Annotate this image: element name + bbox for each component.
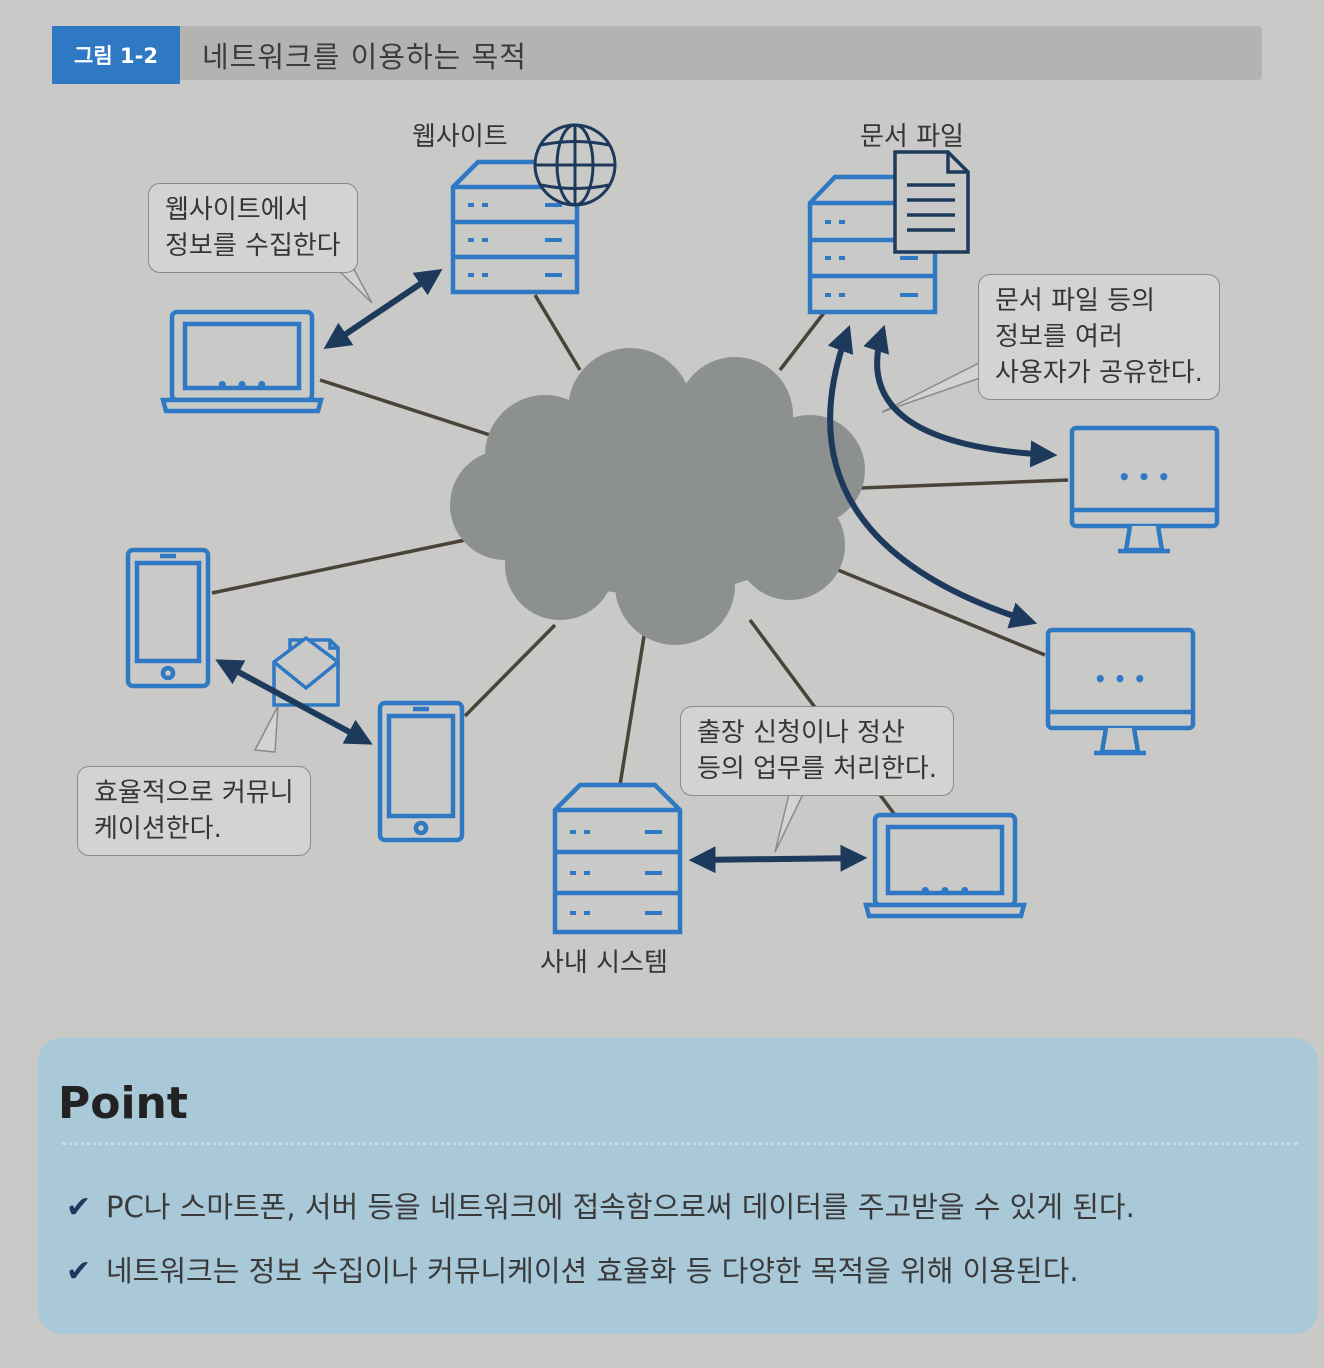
label-internal-system: 사내 시스템 (540, 948, 668, 978)
network-cloud (450, 348, 865, 645)
checkmark-icon: ✔ (66, 1190, 92, 1225)
monitor-dots-top: • • • (1118, 465, 1170, 489)
callout-communication-line-1: 효율적으로 커뮤니 (94, 778, 294, 808)
callout-business-line-1: 출장 신청이나 정산 (697, 718, 905, 748)
callout-business: 출장 신청이나 정산 등의 업무를 처리한다. (680, 706, 955, 796)
callout-communication: 효율적으로 커뮤니 케이션한다. (77, 766, 311, 856)
point-divider (62, 1142, 1298, 1145)
arrow-internal (688, 844, 868, 874)
arrow-doc-monitor-bottom (827, 324, 1038, 629)
figure-title: 네트워크를 이용하는 목적 (202, 40, 527, 74)
globe-icon (533, 123, 617, 207)
line-phone-left (211, 538, 466, 595)
point-title: Point (58, 1078, 188, 1129)
callout-website-line-1: 웹사이트에서 (165, 195, 309, 225)
laptop-icon-bottom (863, 812, 1027, 919)
figure-number: 그림 1-2 (52, 26, 180, 84)
line-monitor-top (859, 478, 1069, 490)
checkmark-icon: ✔ (66, 1254, 92, 1289)
point-item-1: ✔ PC나 스마트폰, 서버 등을 네트워크에 접속함으로써 데이터를 주고받을 … (66, 1184, 1135, 1226)
callout-document-line-1: 문서 파일 등의 (995, 286, 1156, 316)
laptop-icon-top (160, 309, 324, 414)
arrow-phones (215, 659, 373, 745)
callout-business-line-2: 등의 업무를 처리한다. (697, 754, 938, 784)
arrow-website (323, 268, 443, 350)
smartphone-icon-right (377, 700, 465, 843)
callout-website-line-2: 정보를 수집한다 (165, 231, 341, 261)
laptop-dots-top: • • • (216, 373, 268, 397)
line-internal-system (618, 629, 647, 786)
callout-document-line-3: 사용자가 공유한다. (995, 358, 1203, 388)
smartphone-icon-left (125, 547, 211, 689)
callout-communication-line-2: 케이션한다. (94, 814, 222, 844)
arrows (215, 268, 1058, 874)
document-icon (893, 150, 970, 254)
line-website (533, 294, 582, 371)
monitor-dots-bottom: • • • (1094, 667, 1146, 691)
callout-website: 웹사이트에서 정보를 수집한다 (148, 183, 358, 273)
line-phone-right (463, 623, 557, 718)
laptop-dots-bottom: • • • (919, 879, 971, 903)
figure-header: 그림 1-2 네트워크를 이용하는 목적 (52, 26, 1262, 84)
point-item-2-text: 네트워크는 정보 수집이나 커뮤니케이션 효율화 등 다양한 목적을 위해 이용… (106, 1254, 1079, 1288)
line-laptop-top (319, 378, 491, 437)
point-item-1-text: PC나 스마트폰, 서버 등을 네트워크에 접속함으로써 데이터를 주고받을 수… (106, 1190, 1135, 1224)
monitor-icon-bottom (1045, 627, 1196, 756)
network-diagram: • • • • • • • • • (125, 123, 1220, 935)
monitor-icon-top (1069, 425, 1220, 554)
point-item-2: ✔ 네트워크는 정보 수집이나 커뮤니케이션 효율화 등 다양한 목적을 위해 이… (66, 1248, 1079, 1290)
label-website: 웹사이트 (412, 122, 508, 152)
point-box: Point ✔ PC나 스마트폰, 서버 등을 네트워크에 접속함으로써 데이터를… (38, 1038, 1318, 1334)
callout-document-line-2: 정보를 여러 (995, 322, 1123, 352)
label-document-file: 문서 파일 (860, 122, 964, 152)
internal-server-icon (552, 782, 683, 935)
callout-document: 문서 파일 등의 정보를 여러 사용자가 공유한다. (978, 274, 1220, 400)
line-document (778, 303, 832, 372)
